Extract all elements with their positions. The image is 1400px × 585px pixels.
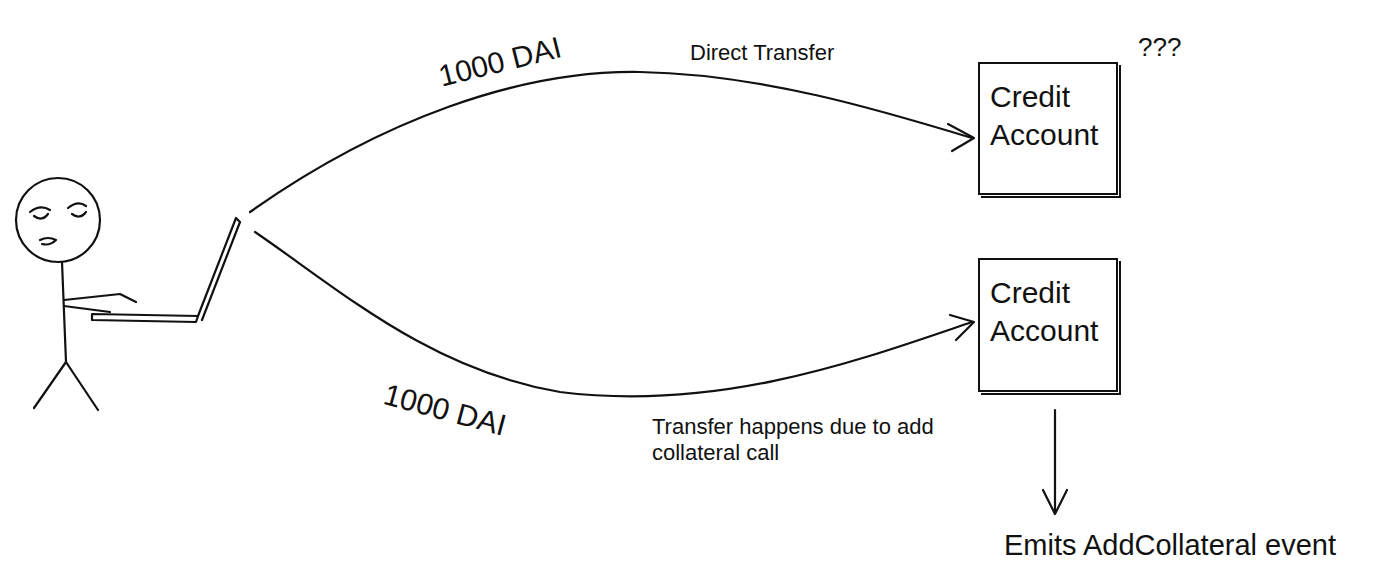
note-label: Transfer happens due to add collateral c…: [652, 414, 952, 467]
arrow-head: [1043, 490, 1067, 514]
stick-figure: [16, 178, 240, 410]
left-eye: [30, 207, 50, 218]
amount-label: 1000 DAI: [435, 29, 565, 94]
transfer-arrow: [255, 232, 972, 396]
credit-account-box: Credit Account: [978, 62, 1118, 195]
arms: [64, 294, 136, 312]
credit-account-box: Credit Account: [978, 258, 1118, 392]
transfer-arrow: [250, 72, 972, 212]
note-label: Emits AddCollateral event: [1004, 528, 1336, 563]
right-eye: [68, 203, 86, 216]
laptop-screen: [198, 218, 240, 320]
box-label: Credit Account: [980, 260, 1116, 360]
arrow-head: [948, 124, 974, 151]
box-label: Credit Account: [980, 64, 1116, 164]
note-label: ???: [1138, 32, 1181, 63]
laptop-base: [92, 314, 198, 322]
body: [62, 262, 66, 362]
amount-label: 1000 DAI: [380, 376, 510, 443]
mouth: [40, 238, 56, 245]
head: [16, 178, 100, 262]
event-arrow: [1054, 410, 1056, 512]
arrow-head: [950, 315, 974, 340]
legs: [34, 362, 98, 410]
note-label: Direct Transfer: [690, 40, 834, 66]
